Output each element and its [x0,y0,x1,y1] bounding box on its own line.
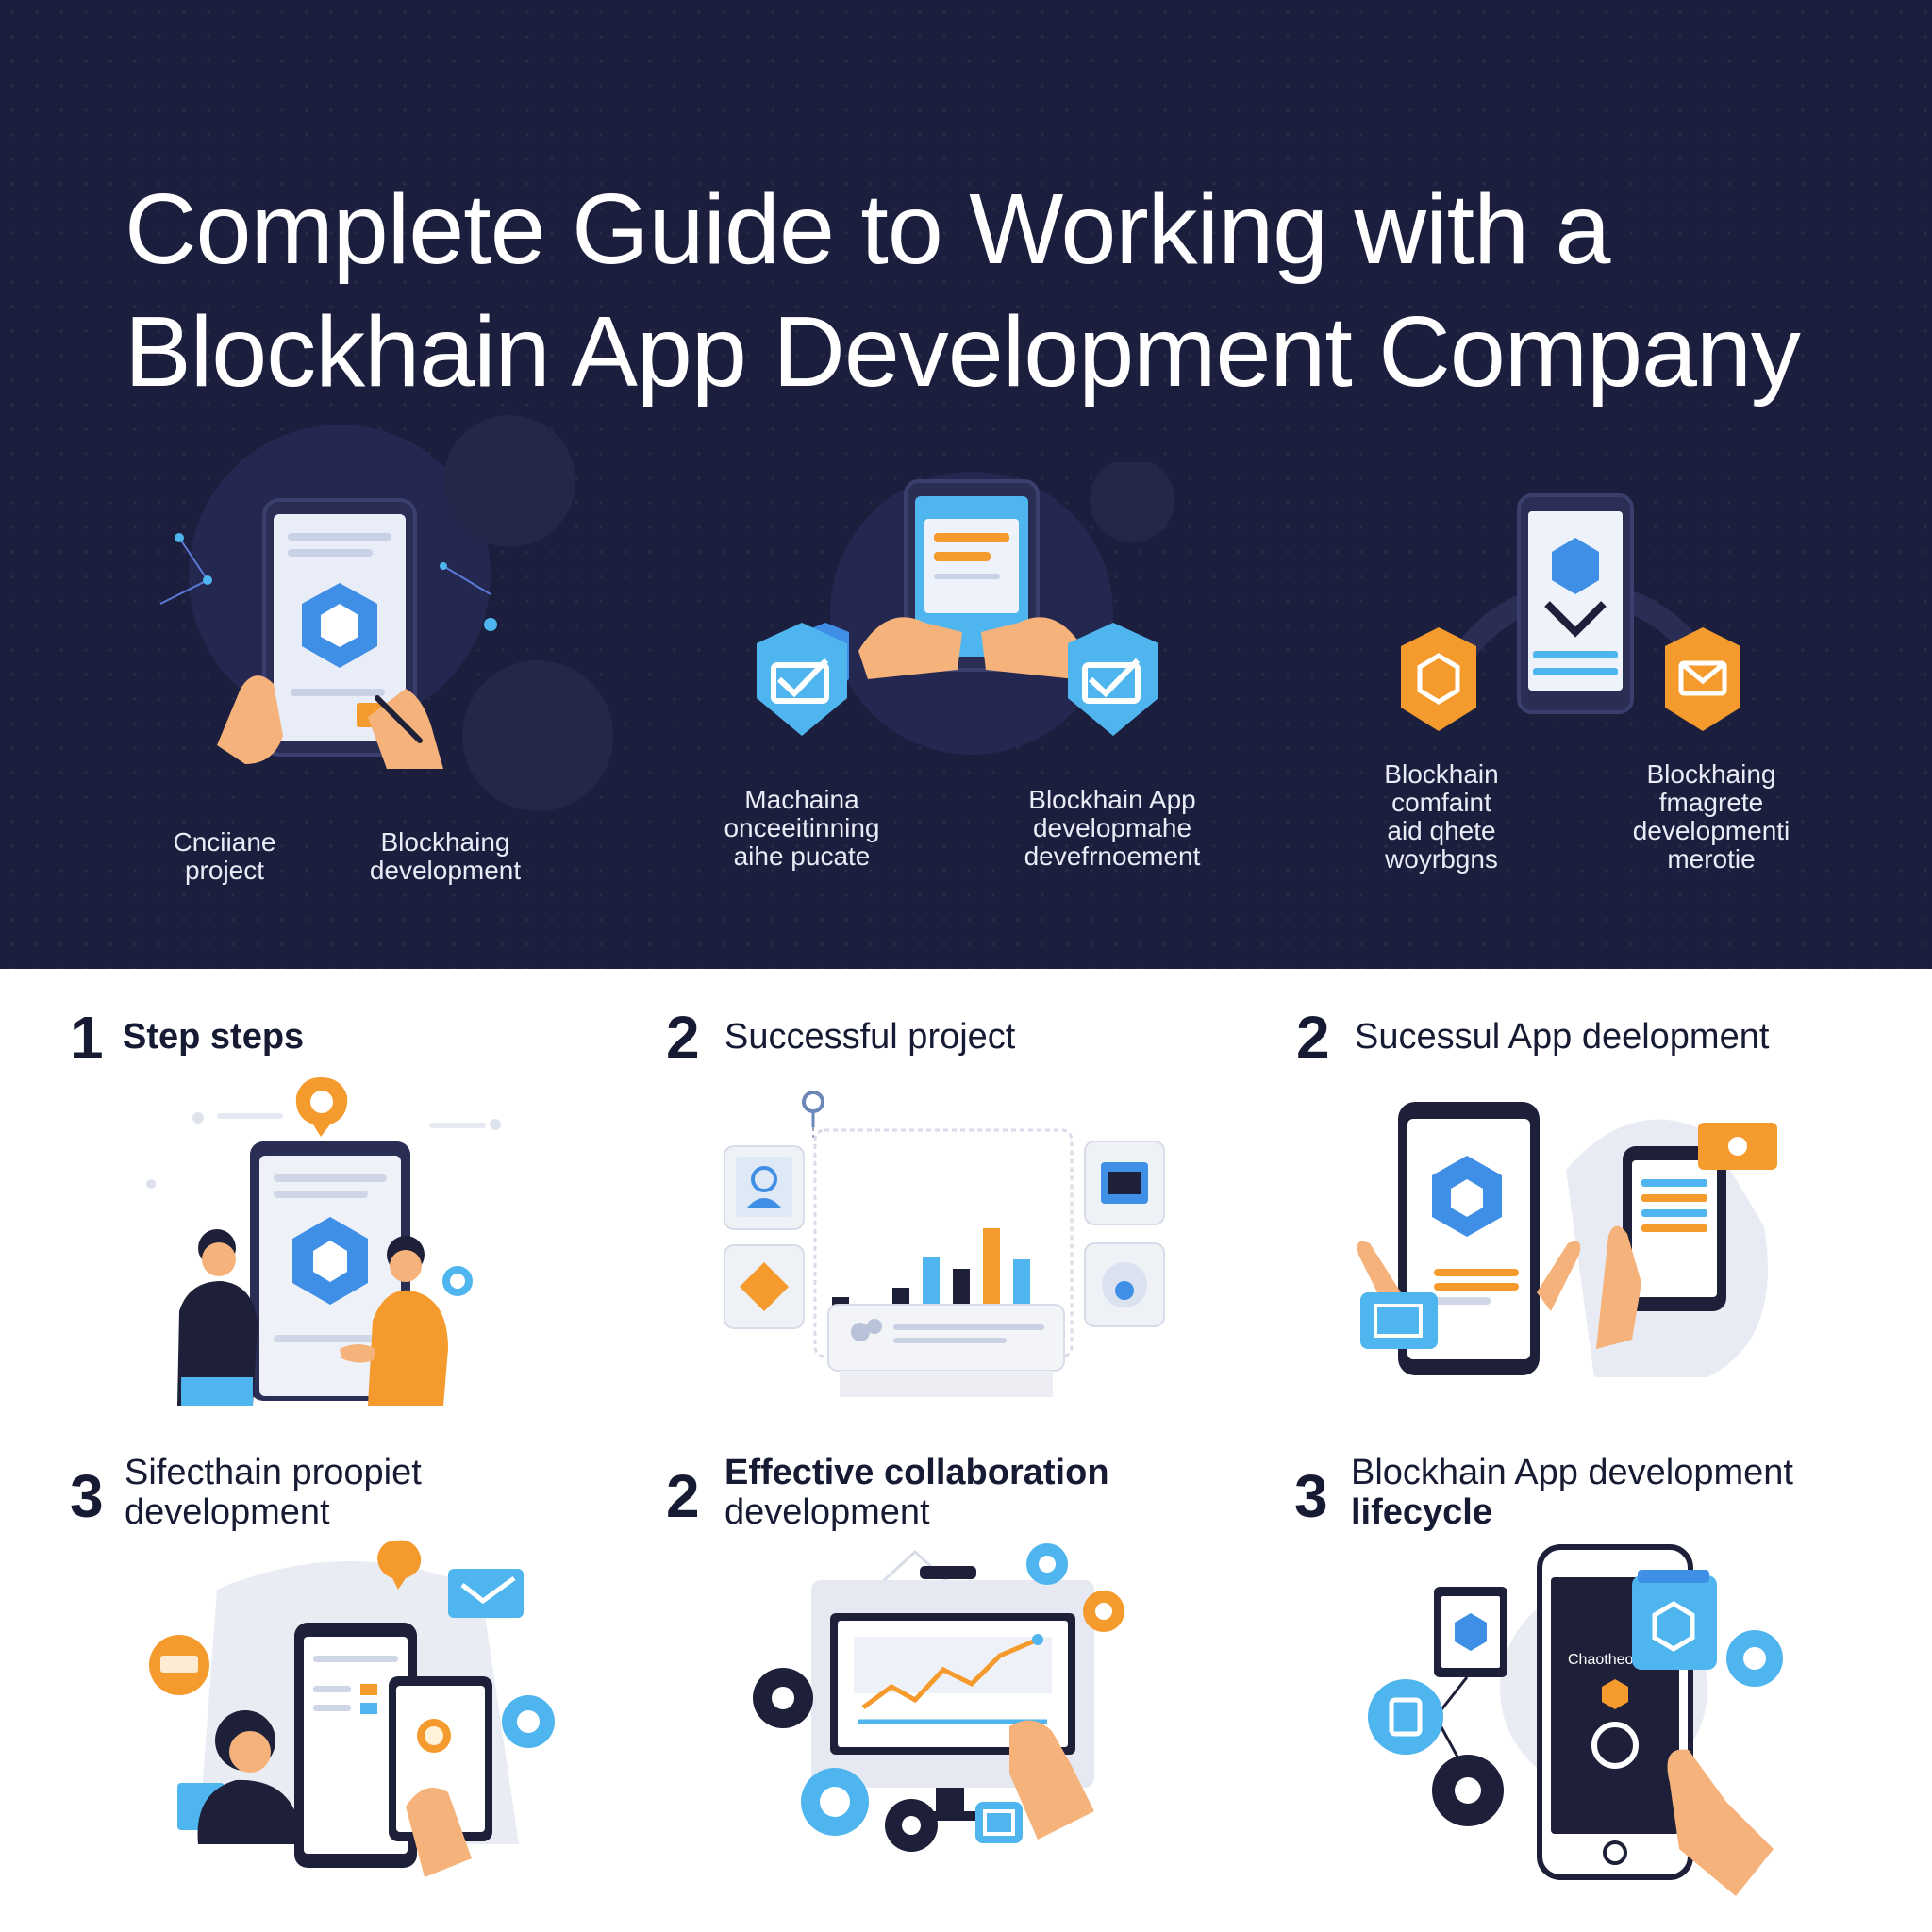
hero-caption-6: Blockhaing fmagrete developmenti merotie [1632,759,1790,874]
hero-caption-1: Cnciiane project [173,827,276,885]
step-number: 2 [666,1004,700,1072]
step-number: 2 [1296,1004,1330,1072]
hero-caption-4: Blockhain App developmahe devefrnoement [1024,785,1201,871]
step-number: 3 [1294,1462,1328,1530]
step-label: Successful project [724,1017,1016,1057]
step-label: Sifecthain proopiet development [125,1453,422,1532]
illustration-two-phones [1357,1102,1777,1377]
step-label: Step steps [123,1017,305,1057]
illustration-monitor-chart [753,1543,1124,1852]
step-label: Blockhain App development lifecycle [1351,1453,1793,1532]
page-title-line-2: Blockhain App Development Company [125,296,1801,408]
step-label: Effective collaboration development [724,1453,1109,1532]
step-number: 2 [666,1462,700,1530]
hero-caption-3: Machaina onceeitinning aihe pucate [724,785,880,871]
step-number: 1 [70,1004,104,1072]
page-title-line-1: Complete Guide to Working with a [125,174,1610,285]
illustration-person-tablet [149,1540,555,1877]
illustration-team-phone [146,1077,501,1406]
hero-caption-5: Blockhain comfaint aid qhete woyrbgns [1384,759,1499,874]
step-label: Sucessul App deelopment [1355,1017,1770,1057]
hero-illustration-phone-badges [1401,493,1740,731]
step-number: 3 [70,1462,104,1530]
hero-illustration-phone-shields [757,462,1174,755]
illustration-phone-lifecycle: Chaotheoam [1368,1544,1783,1896]
illustration-dashboard [724,1091,1165,1397]
hero-caption-2: Blockhaing development [369,827,522,885]
hero-banner: Complete Guide to Working with a Blockha… [0,0,1932,969]
page-title: Complete Guide to Working with a Blockha… [125,168,1841,413]
hero-illustration-phone-hands [159,415,613,811]
